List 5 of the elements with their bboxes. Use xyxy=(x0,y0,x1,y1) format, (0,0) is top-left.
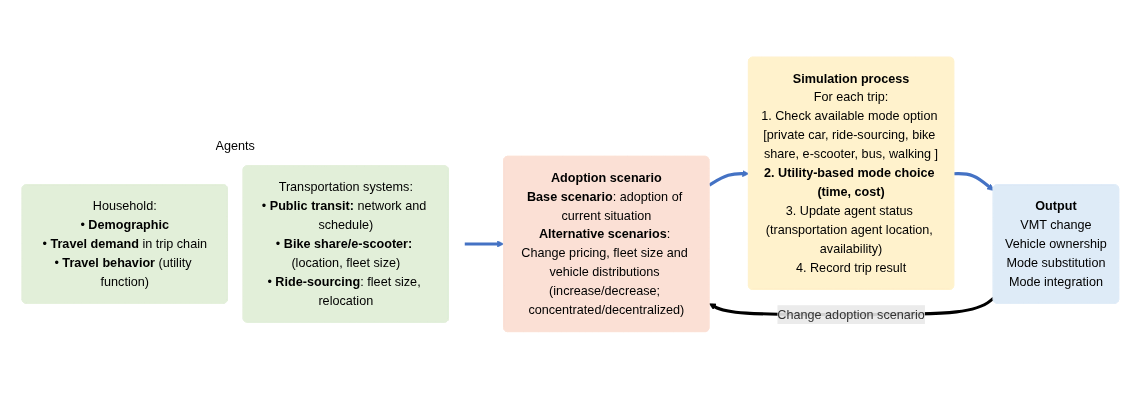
arrow xyxy=(464,240,504,248)
arrow xyxy=(954,172,994,191)
edge-label: Change adoption scenario xyxy=(777,307,925,321)
node-text: Agents xyxy=(215,138,255,152)
arrow xyxy=(708,170,750,187)
